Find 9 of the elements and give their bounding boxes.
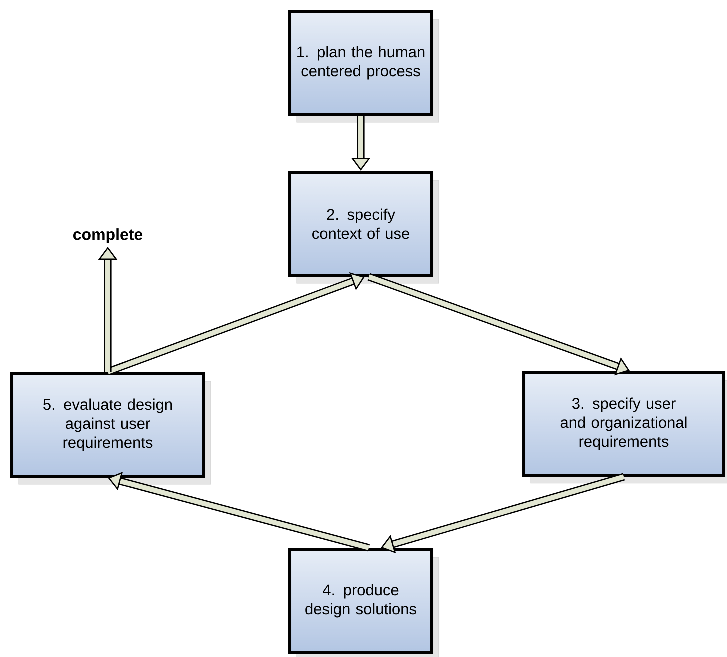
- process-box: 2. specify context of use: [288, 171, 440, 284]
- process-box: 4. produce design solutions: [288, 548, 440, 657]
- arrow: [108, 472, 370, 552]
- arrow: [381, 473, 626, 554]
- process-box: 1. plan the human centered process: [288, 10, 440, 123]
- process-box: 3. specify user and organizational requirements: [522, 371, 727, 484]
- process-box: 5. evaluate design against user requirements: [10, 372, 212, 485]
- arrow: [106, 272, 365, 376]
- outcome-label: complete: [74, 228, 143, 244]
